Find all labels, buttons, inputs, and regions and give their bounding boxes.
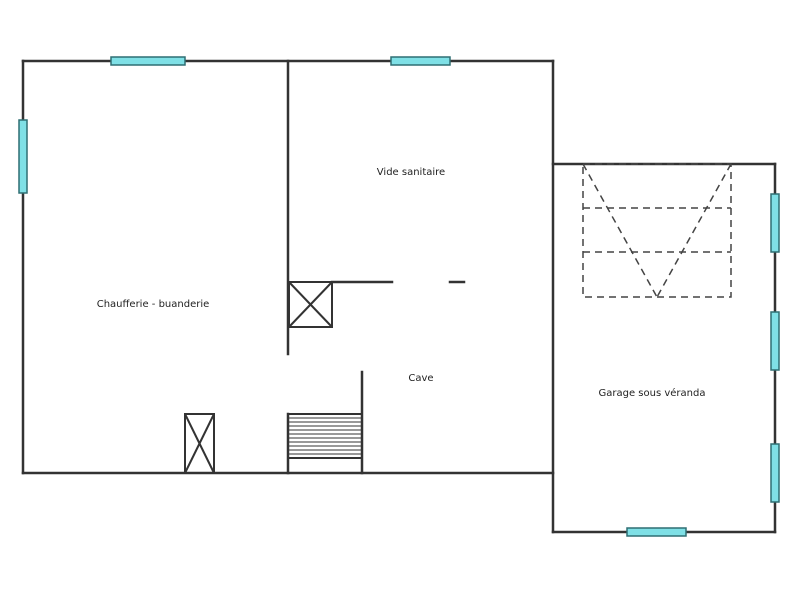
garage-dashed-frame bbox=[582, 163, 732, 298]
room-label-chaufferie: Chaufferie - buanderie bbox=[97, 299, 210, 310]
window-top-left bbox=[110, 56, 186, 66]
window-left bbox=[18, 119, 28, 194]
window-garage-right-1 bbox=[770, 193, 780, 253]
windows bbox=[18, 56, 780, 537]
shaft-void-lower bbox=[184, 413, 215, 474]
window-garage-right-2 bbox=[770, 311, 780, 371]
room-label-garage: Garage sous véranda bbox=[599, 387, 706, 399]
window-top-center bbox=[390, 56, 451, 66]
room-label-vide-sanitaire: Vide sanitaire bbox=[377, 167, 445, 178]
staircase bbox=[287, 413, 363, 459]
room-label-cave: Cave bbox=[408, 373, 433, 384]
shaft-void-upper bbox=[288, 281, 333, 328]
window-garage-right-3 bbox=[770, 443, 780, 503]
window-garage-bottom bbox=[626, 527, 687, 537]
